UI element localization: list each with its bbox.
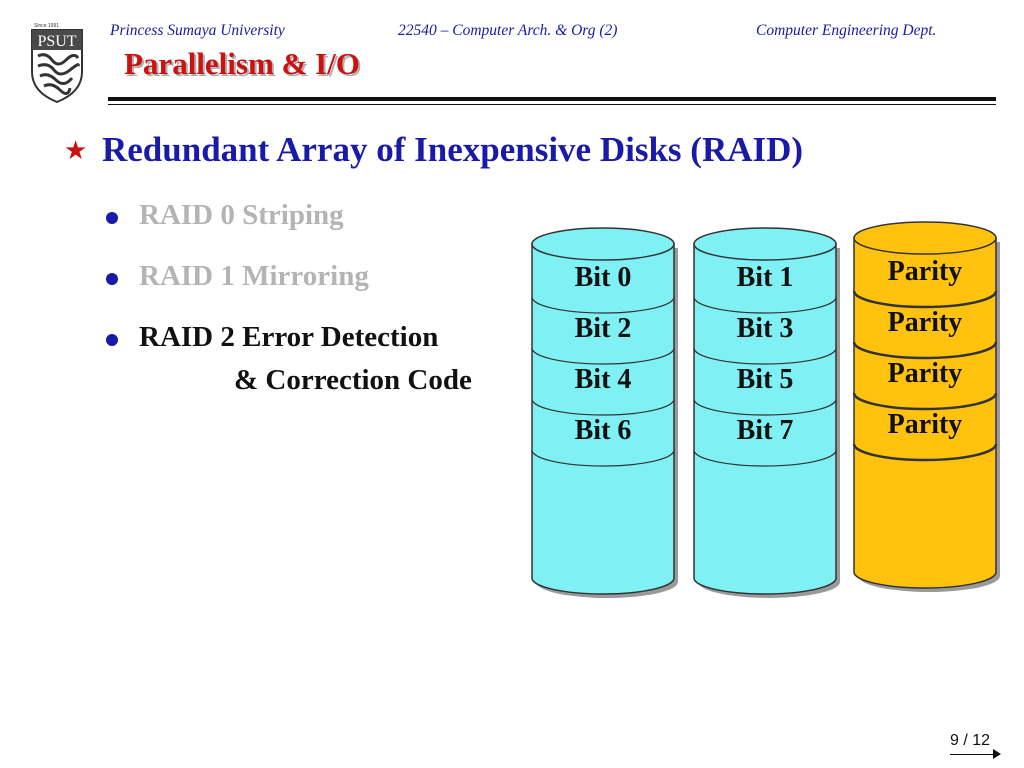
disk-2-label-2: Bit 3 bbox=[737, 313, 794, 344]
header-department: Computer Engineering Dept. bbox=[756, 22, 937, 39]
raid-disk-diagram: Bit 0 Bit 2 Bit 4 Bit 6 Bit 1 Bit 3 Bit 5 Bit 7… bbox=[520, 210, 1010, 610]
disk-2-label-3: Bit 5 bbox=[737, 364, 794, 395]
disk-1-label-3: Bit 4 bbox=[575, 364, 632, 395]
disk-2-label-1: Bit 1 bbox=[737, 262, 794, 293]
header-divider bbox=[108, 97, 996, 101]
disk-1-label-2: Bit 2 bbox=[575, 313, 632, 344]
main-heading: Redundant Array of Inexpensive Disks (RA… bbox=[102, 130, 804, 169]
logo-since-text: Since 1991 bbox=[34, 23, 59, 29]
disk-3-label-2: Parity bbox=[888, 307, 963, 338]
list-item-raid2-line2: & Correction Code bbox=[234, 364, 472, 396]
disk-1-label-1: Bit 0 bbox=[575, 262, 632, 293]
list-item-raid2-line1: RAID 2 Error Detection bbox=[139, 321, 439, 353]
disk-3-label-3: Parity bbox=[888, 358, 963, 389]
page-number: 9 / 12 bbox=[950, 732, 991, 749]
disk-3-label-1: Parity bbox=[888, 256, 963, 287]
bullet-dot-icon bbox=[106, 212, 118, 224]
disk-2: Bit 1 Bit 3 Bit 5 Bit 7 bbox=[693, 227, 840, 598]
next-arrow-icon[interactable] bbox=[993, 749, 1001, 759]
disk-1: Bit 0 Bit 2 Bit 4 Bit 6 bbox=[531, 227, 678, 598]
bullet-dot-icon bbox=[106, 334, 118, 346]
page-nav-line bbox=[950, 754, 998, 755]
bullet-dot-icon bbox=[106, 273, 118, 285]
slide-title: Parallelism & I/O bbox=[124, 46, 360, 81]
logo-text: PSUT bbox=[37, 33, 76, 50]
header-course: 22540 – Computer Arch. & Org (2) bbox=[398, 22, 618, 39]
disk-2-label-4: Bit 7 bbox=[737, 415, 794, 446]
list-item-raid0: RAID 0 Striping bbox=[139, 199, 344, 231]
list-item-raid1: RAID 1 Mirroring bbox=[139, 260, 369, 292]
header-university: Princess Sumaya University bbox=[110, 22, 285, 39]
header-divider-thin bbox=[108, 104, 996, 105]
disk-1-label-4: Bit 6 bbox=[575, 415, 632, 446]
university-logo: Since 1991 PSUT bbox=[26, 20, 88, 104]
star-bullet-icon: ★ bbox=[64, 136, 88, 166]
disk-3-label-4: Parity bbox=[888, 409, 963, 440]
